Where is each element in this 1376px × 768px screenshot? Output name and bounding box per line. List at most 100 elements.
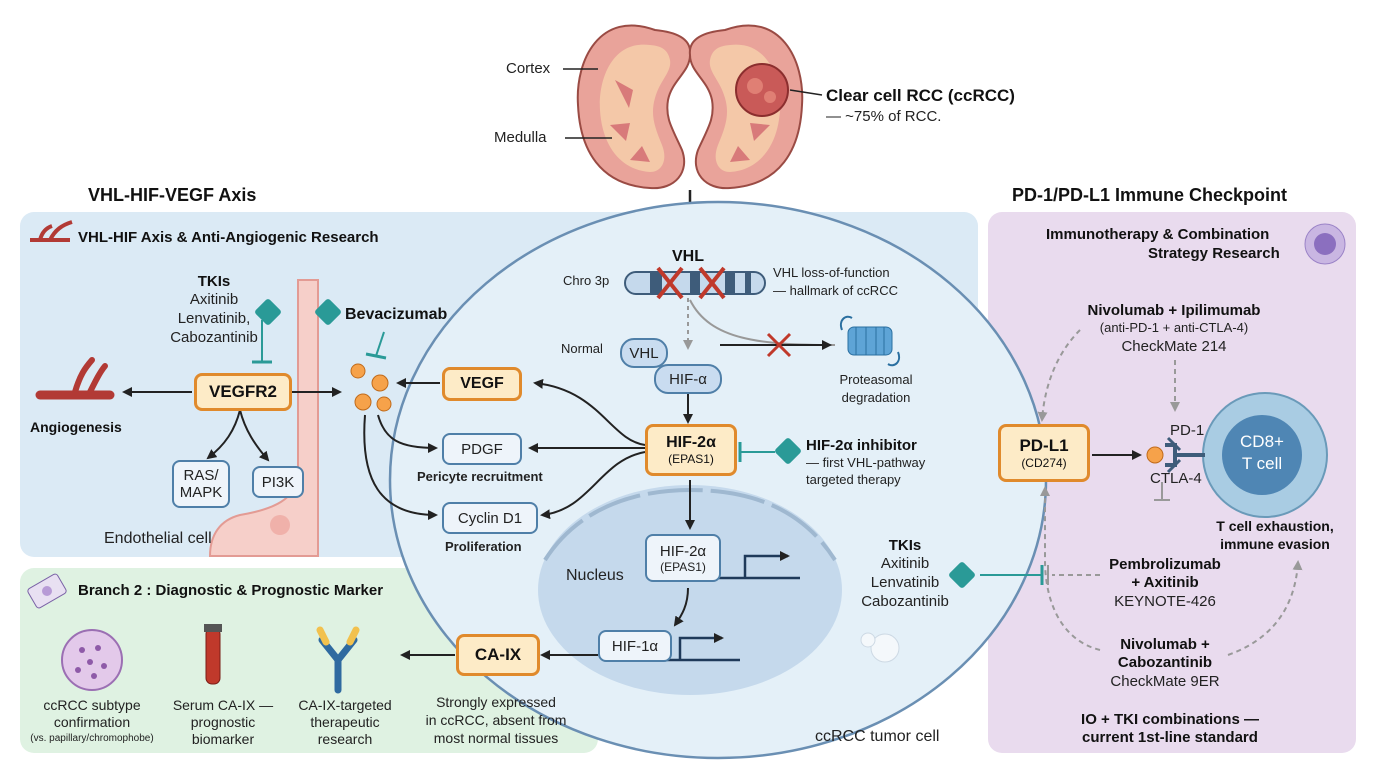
tki-cell-title: TKIs	[888, 537, 922, 554]
ccrcc-title: Clear cell RCC (ccRCC)	[826, 86, 1015, 105]
left-panel-title: VHL-HIF Axis & Anti-Angiogenic Research	[78, 229, 379, 246]
nivo-cabo-label: Cabozantinib	[1117, 654, 1213, 671]
hif-alpha-label: HIF-α	[669, 370, 707, 388]
diag-item2: prognostic	[190, 714, 256, 730]
ctla4-label: CTLA-4	[1150, 470, 1202, 487]
ras-mapk-label: RAS/ MAPK	[179, 466, 223, 501]
exhaustion-label: immune evasion	[1220, 536, 1330, 552]
proliferation-label: Proliferation	[445, 539, 522, 554]
nuclear-hif2a-node: HIF-2α (EPAS1)	[645, 534, 721, 582]
antibody-icon	[316, 626, 360, 694]
tumor-cell-label: ccRCC tumor cell	[815, 728, 940, 745]
vhl-pill-label: VHL	[629, 344, 659, 362]
epas1-label: (EPAS1)	[668, 452, 714, 466]
tissue-histology-icon	[61, 629, 123, 691]
vhl-title: VHL	[672, 248, 704, 265]
right-panel-title: Strategy Research	[1148, 245, 1280, 262]
pdl1-label: PD-L1	[1019, 436, 1069, 455]
bevacizumab-label: Bevacizumab	[345, 306, 448, 323]
vhl-loss-label: VHL loss-of-function	[773, 265, 890, 280]
tki-cell-drug: Axitinib	[880, 555, 930, 572]
right-panel-title: Immunotherapy & Combination	[1046, 226, 1270, 243]
caix-desc: most normal tissues	[433, 730, 559, 746]
nivo-cabo-label: Nivolumab +	[1120, 636, 1210, 653]
proteasomal-label: Proteasomal	[839, 372, 913, 387]
nivo-ipi-trial: CheckMate 214	[1121, 338, 1227, 355]
diag-item1: confirmation	[53, 714, 131, 730]
diag-item3: therapeutic	[310, 714, 380, 730]
exhaustion-label: T cell exhaustion,	[1216, 518, 1334, 534]
hif2a-inhibitor-sub: — first VHL-pathway	[806, 455, 926, 470]
diag-item1-sub: (vs. papillary/chromophobe)	[30, 733, 154, 744]
pembro-label: + Axitinib	[1131, 574, 1199, 591]
cyclin-node: Cyclin D1	[442, 502, 538, 534]
ccrcc-subtitle: — ~75% of RCC.	[826, 108, 942, 125]
endothelial-label: Endothelial cell	[104, 530, 212, 547]
diag-item3: research	[317, 731, 373, 747]
angiogenesis-vessel	[35, 357, 115, 400]
tki-title: TKIs	[197, 273, 231, 290]
pd1-label: PD-1	[1170, 422, 1205, 439]
pd1-receptor	[1146, 436, 1205, 474]
pembro-trial: KEYNOTE-426	[1114, 593, 1216, 610]
vhl-pill: VHL	[620, 338, 668, 368]
io-tki-label: IO + TKI combinations —	[1081, 711, 1259, 728]
microscopy-icon	[27, 573, 67, 609]
pdgf-node: PDGF	[442, 433, 522, 465]
io-tki-label: current 1st-line standard	[1082, 729, 1258, 746]
diag-item2: Serum CA-IX —	[172, 697, 274, 713]
kidney-illustration	[563, 24, 823, 230]
hif1a-node: HIF-1α	[598, 630, 672, 662]
tki-cell-drug: Lenvatinib	[870, 574, 940, 591]
left-section-heading: VHL-HIF-VEGF Axis	[88, 185, 257, 205]
blood-tube-icon	[204, 624, 222, 685]
diag-panel-title: Branch 2 : Diagnostic & Prognostic Marke…	[78, 582, 384, 599]
caix-desc: in ccRCC, absent from	[425, 712, 567, 728]
chro-label: Chro 3p	[563, 273, 610, 288]
nivo-ipi-label: Nivolumab + Ipilimumab	[1087, 302, 1261, 319]
tki-drug: Lenvatinib,	[177, 310, 251, 327]
chromosome-3p	[624, 266, 766, 300]
nuclear-epas1-label: (EPAS1)	[660, 559, 706, 574]
right-section-heading: PD-1/PD-L1 Immune Checkpoint	[1012, 185, 1288, 205]
caix-desc: Strongly expressed	[436, 694, 556, 710]
nivo-ipi-sub: (anti-PD-1 + anti-CTLA-4)	[1099, 320, 1249, 335]
cd8-label: T cell	[1241, 454, 1283, 473]
pericyte-label: Pericyte recruitment	[417, 469, 543, 484]
normal-label: Normal	[561, 341, 603, 356]
tki-drug: Axitinib	[189, 291, 239, 308]
hif-alpha-pill: HIF-α	[654, 364, 722, 394]
pdl1-node: PD-L1 (CD274)	[998, 424, 1090, 482]
nucleus-label: Nucleus	[566, 567, 624, 584]
vegfr2-label: VEGFR2	[208, 382, 278, 401]
diag-item1: ccRCC subtype	[43, 697, 141, 713]
tki-drug: Cabozantinib	[170, 329, 258, 346]
caix-node: CA-IX	[456, 634, 540, 676]
hif2a-label: HIF-2α	[666, 434, 716, 451]
pembro-label: Pembrolizumab	[1109, 556, 1221, 573]
hif2a-node: HIF-2α (EPAS1)	[645, 424, 737, 476]
angiogenesis-label: Angiogenesis	[30, 419, 122, 435]
vhl-loss-sub: — hallmark of ccRCC	[773, 283, 898, 298]
hif2a-inhibitor-sub: targeted therapy	[806, 472, 901, 487]
hif1a-label: HIF-1α	[611, 637, 659, 655]
cd274-label: (CD274)	[1021, 456, 1067, 470]
vegf-particles	[350, 363, 392, 412]
vegfr2-node: VEGFR2	[194, 373, 292, 411]
tki-cell-drug: Cabozantinib	[861, 593, 949, 610]
cyclin-label: Cyclin D1	[457, 509, 523, 527]
diag-item2: biomarker	[191, 731, 255, 747]
hif2a-inhibitor-label: HIF-2α inhibitor	[806, 437, 917, 454]
pi3k-node: PI3K	[252, 466, 304, 498]
vegf-node: VEGF	[442, 367, 522, 401]
ras-mapk-node: RAS/ MAPK	[172, 460, 230, 508]
caix-label: CA-IX	[474, 645, 522, 664]
nuclear-hif2a-label: HIF-2α	[659, 542, 707, 560]
t-cell	[1202, 392, 1328, 518]
diag-item3: CA-IX-targeted	[298, 697, 392, 713]
pi3k-label: PI3K	[261, 473, 295, 491]
vegf-label: VEGF	[460, 375, 504, 392]
cortex-label: Cortex	[506, 60, 551, 77]
pdgf-label: PDGF	[461, 440, 503, 458]
